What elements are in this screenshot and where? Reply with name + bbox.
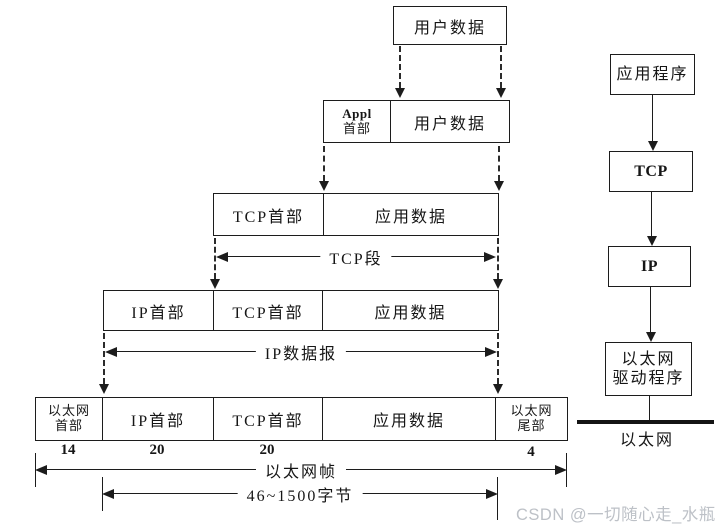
tcp-label: TCP xyxy=(634,162,668,180)
arrow-head-icon xyxy=(493,384,503,394)
user-data-label: 用户数据 xyxy=(413,19,486,37)
app-data-cell: 应用数据 xyxy=(374,208,447,226)
dashed-arrow-down xyxy=(318,146,329,192)
ethernet-bus-label: 以太网 xyxy=(619,432,674,449)
eth-trailer-line1: 以太网 xyxy=(510,403,553,419)
user-data-box: 用户数据 xyxy=(393,6,507,45)
dashed-arrow-down xyxy=(492,238,503,290)
flow-arrow-down xyxy=(645,287,656,342)
size-eth-header: 14 xyxy=(60,442,76,458)
tcp-header-cell: TCP首部 xyxy=(214,194,324,235)
arrow-right-icon xyxy=(486,489,498,499)
dashed-arrow-down xyxy=(493,146,504,192)
ethernet-bus-line xyxy=(577,420,714,424)
arrow-head-icon xyxy=(99,384,109,394)
arrow-right-icon xyxy=(484,252,496,262)
ethernet-driver-line1: 以太网 xyxy=(621,350,676,368)
eth-header-line1: 以太网 xyxy=(47,403,90,419)
dashed-arrow-down xyxy=(209,238,220,290)
appl-header-cell: Appl 首部 xyxy=(324,101,391,142)
arrow-head-icon xyxy=(496,88,506,98)
tcp-header-cell: TCP首部 xyxy=(214,398,323,440)
arrow-head-icon xyxy=(493,279,503,289)
size-ip-header: 20 xyxy=(149,442,165,458)
flow-arrow-down xyxy=(646,192,657,246)
app-data-cell: 应用数据 xyxy=(374,304,447,322)
dashed-arrow-down xyxy=(495,46,506,98)
tcp-segment-label: TCP段 xyxy=(320,245,392,269)
tick-mark xyxy=(566,453,567,487)
eth-trailer-cell: 以太网 尾部 xyxy=(496,398,567,440)
arrow-left-icon xyxy=(35,465,47,475)
arrow-head-icon xyxy=(395,88,405,98)
application-box: 应用程序 xyxy=(610,54,695,95)
ethernet-frame-label: 以太网帧 xyxy=(255,458,347,482)
tick-mark xyxy=(102,477,103,511)
tcp-box: TCP xyxy=(609,151,693,192)
arrow-left-icon xyxy=(105,347,117,357)
tick-mark xyxy=(35,453,36,487)
eth-header-line2: 首部 xyxy=(54,418,83,433)
arrow-left-icon xyxy=(216,252,228,262)
arrow-head-icon xyxy=(647,236,657,246)
arrow-left-icon xyxy=(102,489,114,499)
dashed-arrow-down xyxy=(98,333,109,395)
ip-label: IP xyxy=(641,257,658,275)
ip-datagram-measure: IP数据报 xyxy=(105,338,497,366)
tcp-segment-box: TCP首部 应用数据 xyxy=(213,193,499,236)
tcp-header-cell: TCP首部 xyxy=(214,291,323,330)
ethernet-driver-line2: 驱动程序 xyxy=(612,370,685,387)
appl-row-box: Appl 首部 用户数据 xyxy=(323,100,510,143)
watermark-text: CSDN @一切随心走_水瓶 xyxy=(516,506,716,524)
flow-arrow-down xyxy=(647,95,658,151)
arrow-head-icon xyxy=(319,181,329,191)
ethernet-frame-measure: 以太网帧 xyxy=(35,453,567,487)
application-label: 应用程序 xyxy=(616,65,689,83)
flow-line-down xyxy=(644,396,654,421)
dashed-arrow-down xyxy=(394,46,405,98)
payload-range-measure: 46~1500字节 xyxy=(102,477,498,520)
user-data-cell: 用户数据 xyxy=(413,115,486,133)
eth-trailer-line2: 尾部 xyxy=(517,418,546,433)
arrow-head-icon xyxy=(210,279,220,289)
appl-label-line1: Appl xyxy=(342,105,372,121)
app-data-cell: 应用数据 xyxy=(323,398,496,440)
ip-header-cell: IP首部 xyxy=(103,398,214,440)
ethernet-driver-box: 以太网 驱动程序 xyxy=(605,342,692,396)
size-tcp-header: 20 xyxy=(259,442,275,458)
dashed-arrow-down xyxy=(492,333,503,395)
tick-mark xyxy=(497,477,498,520)
arrow-head-icon xyxy=(494,181,504,191)
tcp-segment-measure: TCP段 xyxy=(216,243,496,271)
arrow-head-icon xyxy=(648,141,658,151)
ip-datagram-box: IP首部 TCP首部 应用数据 xyxy=(103,290,499,331)
ip-header-cell: IP首部 xyxy=(104,291,214,330)
arrow-head-icon xyxy=(646,332,656,342)
payload-range-label: 46~1500字节 xyxy=(237,482,363,506)
ip-datagram-label: IP数据报 xyxy=(255,340,347,364)
appl-label-line2: 首部 xyxy=(342,120,371,136)
arrow-right-icon xyxy=(485,347,497,357)
eth-header-cell: 以太网 首部 xyxy=(36,398,103,440)
arrow-right-icon xyxy=(555,465,567,475)
ethernet-frame-box: 以太网 首部 IP首部 TCP首部 应用数据 以太网 尾部 xyxy=(35,397,568,441)
size-eth-trailer: 4 xyxy=(527,444,535,460)
ip-box: IP xyxy=(608,246,691,287)
